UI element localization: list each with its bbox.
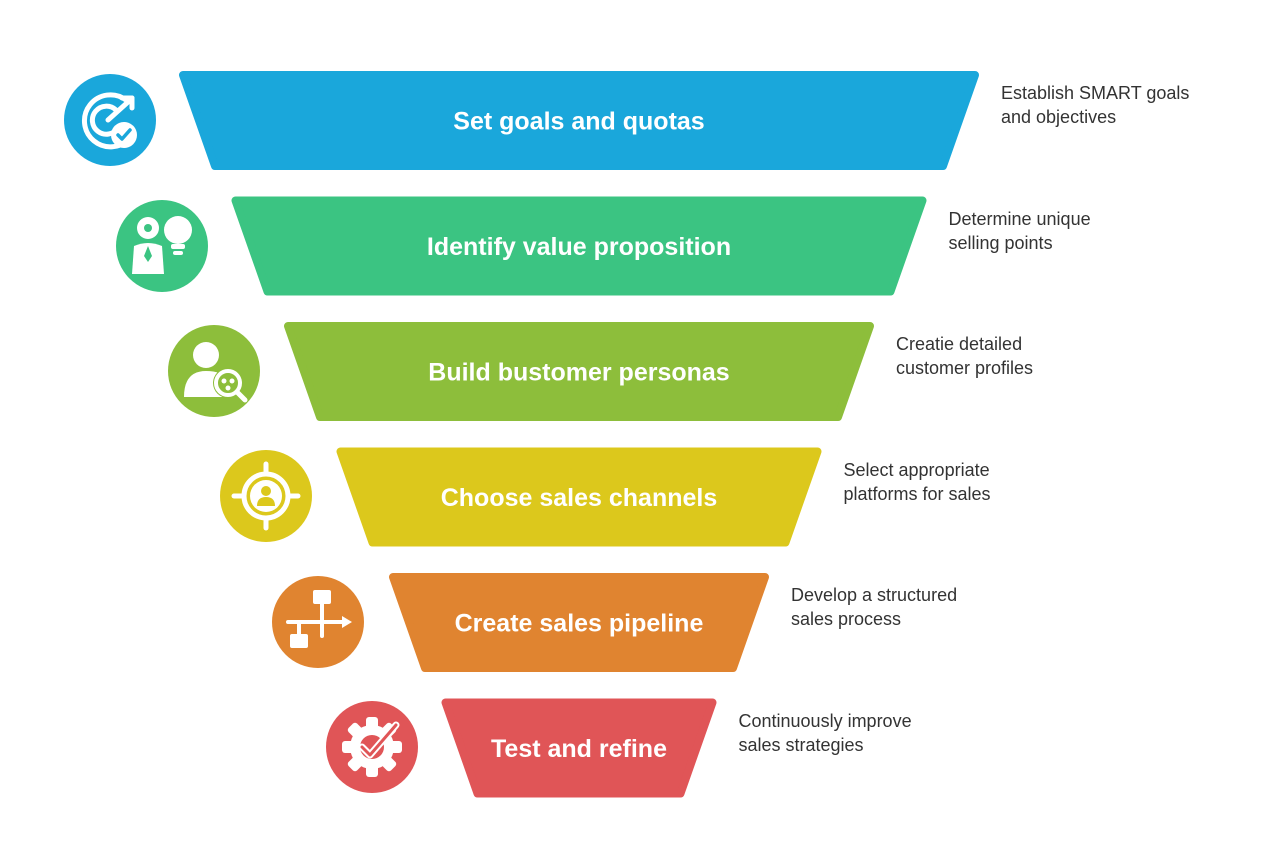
description-line: sales process — [791, 609, 902, 629]
funnel-band-6 — [441, 698, 717, 798]
description-line: Creatie detailed — [896, 334, 1023, 354]
funnel-band-3 — [284, 322, 874, 421]
description-line: sales strategies — [738, 734, 864, 755]
gear-check-icon — [326, 701, 418, 793]
description-line: selling points — [948, 232, 1053, 253]
target-check-icon — [64, 74, 156, 166]
stage-description-6: Continuously improve sales strategies — [739, 709, 912, 757]
funnel-band-4 — [336, 447, 822, 547]
user-crosshair-icon — [220, 450, 312, 542]
description-line: Determine unique — [948, 208, 1091, 229]
description-line: Select appropriate — [843, 459, 990, 480]
stage-label-5: Create sales pipeline — [455, 610, 704, 638]
stage-label-2: Identify value proposition — [427, 233, 731, 261]
flowchart-icon — [272, 576, 364, 668]
description-line: and objectives — [1001, 107, 1117, 127]
description-line: Develop a structured — [791, 585, 958, 605]
funnel-band-5 — [389, 573, 769, 672]
description-line: Establish SMART goals — [1001, 83, 1190, 103]
stage-label-3: Build bustomer personas — [428, 359, 729, 387]
stage-description-5: Develop a structured sales process — [791, 583, 957, 631]
funnel-band-2 — [231, 196, 927, 296]
stage-description-3: Creatie detailed customer profiles — [896, 332, 1033, 380]
stage-icons — [64, 74, 418, 793]
stage-label-1: Set goals and quotas — [453, 108, 704, 136]
person-lightbulb-icon — [116, 200, 208, 292]
funnel-band-1 — [179, 71, 979, 170]
stage-description-1: Establish SMART goals and objectives — [1001, 81, 1189, 129]
description-line: customer profiles — [896, 358, 1034, 378]
stage-description-4: Select appropriate platforms for sales — [844, 458, 991, 506]
stage-label-6: Test and refine — [491, 735, 667, 763]
stage-label-4: Choose sales channels — [441, 484, 718, 512]
user-search-icon — [168, 325, 260, 417]
description-line: Continuously improve — [738, 710, 912, 731]
description-line: platforms for sales — [843, 483, 991, 504]
stage-description-2: Determine unique selling points — [949, 207, 1091, 255]
